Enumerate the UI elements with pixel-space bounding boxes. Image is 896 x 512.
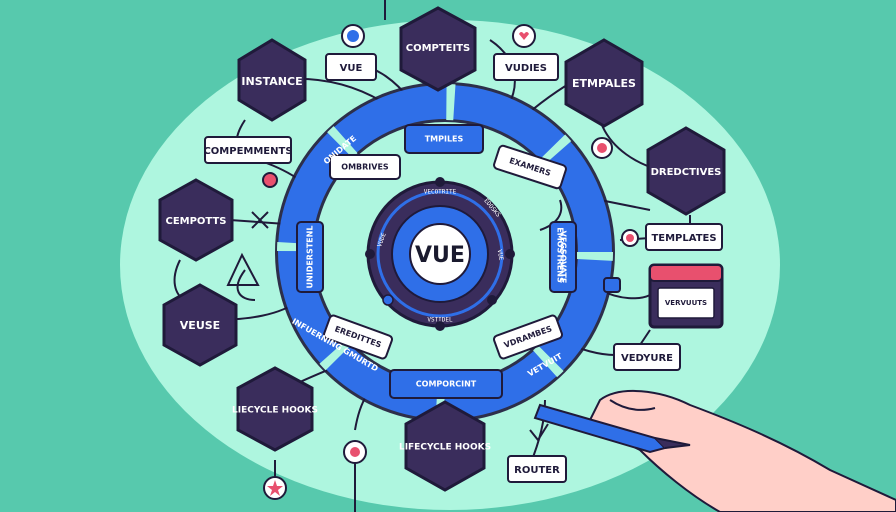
toggle-node-icon — [603, 277, 621, 293]
inner-ring-label-bottom: VSTIDEL — [427, 317, 453, 324]
hexagon-dredctives: DREDCTIVES — [646, 126, 726, 216]
ring-segment-bottom: COMPORCINT — [416, 380, 477, 389]
hand-with-pen-illustration — [533, 389, 896, 512]
hexagon-dredctives-label: DREDCTIVES — [651, 167, 722, 178]
hexagon-lifecycle: LIFECYCLE HOOKS — [399, 400, 491, 492]
ring-segment-left: UNIDERSTENL — [306, 226, 315, 289]
hexagon-etmpales: ETMPALES — [564, 38, 644, 128]
hexagon-liecycle-label: LIECYCLE HOOKS — [232, 406, 318, 416]
ring-segment-top: TMPILES — [425, 135, 464, 144]
hexagon-cempotts-label: CEMPOTTS — [165, 216, 226, 227]
window-panel: VERVUUTS — [648, 263, 724, 329]
triangle-icon — [226, 252, 260, 286]
hexagon-compteits: COMPTEITS — [399, 6, 477, 92]
hexagon-lifecycle-label: LIFECYCLE HOOKS — [399, 443, 491, 453]
inner-ring-label-top: VECOTRITE — [424, 189, 457, 196]
box-compemments-label: COMPEMMENTS — [203, 146, 292, 157]
hexagon-nodes: INSTANCE COMPTEITS ETMPALES DREDCTIVES C… — [158, 6, 726, 492]
inner-ring-label-right: VUE — [496, 249, 505, 261]
decorative-nodes — [226, 24, 639, 500]
node-dot-icon — [262, 172, 278, 188]
label-boxes: VUE VUDIES COMPEMMENTS TEMPLATES VEDYURE… — [203, 53, 723, 483]
hexagon-cempotts: CEMPOTTS — [158, 178, 234, 262]
hexagon-compteits-label: COMPTEITS — [406, 43, 471, 54]
hexagon-instance: INSTANCE — [237, 38, 307, 122]
ring-segment-right: VEGSOVATE — [559, 231, 568, 284]
inner-ring-label-left: VUDE — [376, 232, 388, 248]
box-templates-label: TEMPLATES — [651, 233, 716, 244]
hexagon-etmpales-label: ETMPALES — [572, 77, 636, 90]
hexagon-veuse-label: VEUSE — [180, 319, 220, 332]
box-vue-label: VUE — [340, 63, 363, 74]
box-router-label: ROUTER — [514, 465, 560, 476]
pen-icon — [533, 403, 667, 454]
outer-ring-label-2: EMOSTRENS — [556, 227, 565, 283]
box-vedyure-label: VEDYURE — [621, 353, 673, 364]
center-node: VUE — [391, 205, 489, 303]
center-label: VUE — [415, 243, 465, 268]
box-vudies-label: VUDIES — [505, 63, 547, 74]
hexagon-instance-label: INSTANCE — [241, 75, 302, 88]
window-panel-label: VERVUUTS — [665, 299, 707, 307]
ring-segments: TMPILES OMBRIVES EXAMERS UNIDERSTENL VEG… — [290, 124, 577, 399]
close-icon — [251, 211, 269, 229]
check-icon — [529, 423, 549, 442]
ring-segment-top-left: OMBRIVES — [341, 163, 389, 172]
hexagon-veuse: VEUSE — [162, 283, 238, 367]
hexagon-liecycle: LIECYCLE HOOKS — [232, 366, 318, 452]
